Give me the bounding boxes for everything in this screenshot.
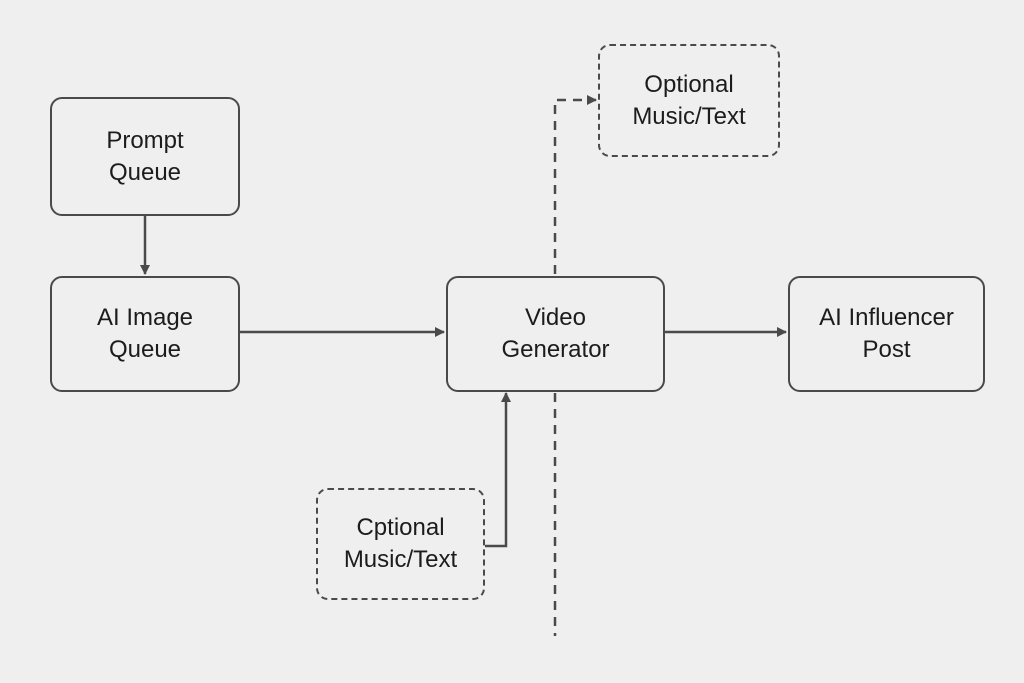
node-label-line2: Music/Text (343, 546, 458, 573)
node-prompt-queue[interactable]: Prompt Queue (50, 97, 240, 216)
node-label-line2: Post (862, 336, 911, 363)
node-label-line2: Music/Text (632, 102, 746, 130)
node-label-line1: Cptional (356, 514, 445, 541)
node-label-line2: Queue (108, 336, 182, 363)
node-ai-influencer-post[interactable]: AI Influencer Post (788, 276, 985, 392)
node-label-line1: AI Image (96, 304, 194, 331)
node-video-generator[interactable]: Video Generator (446, 276, 665, 392)
node-optional-music-text-bottom[interactable]: Cptional Music/Text (316, 488, 485, 600)
node-optional-music-text-top[interactable]: Optional Music/Text (598, 44, 780, 157)
node-label-line2: Queue (108, 158, 182, 186)
node-label-line2: Generator (501, 336, 610, 363)
edge-video-to-optional-top (553, 95, 597, 274)
edge-optional-bottom-to-video (484, 392, 511, 548)
node-label-line1: Prompt (106, 126, 184, 154)
node-label-line1: Optional (644, 70, 734, 98)
node-label-line1: Video (525, 304, 586, 331)
node-label-line1: AI Influencer (819, 304, 954, 331)
node-ai-image-queue[interactable]: AI Image Queue (50, 276, 240, 392)
